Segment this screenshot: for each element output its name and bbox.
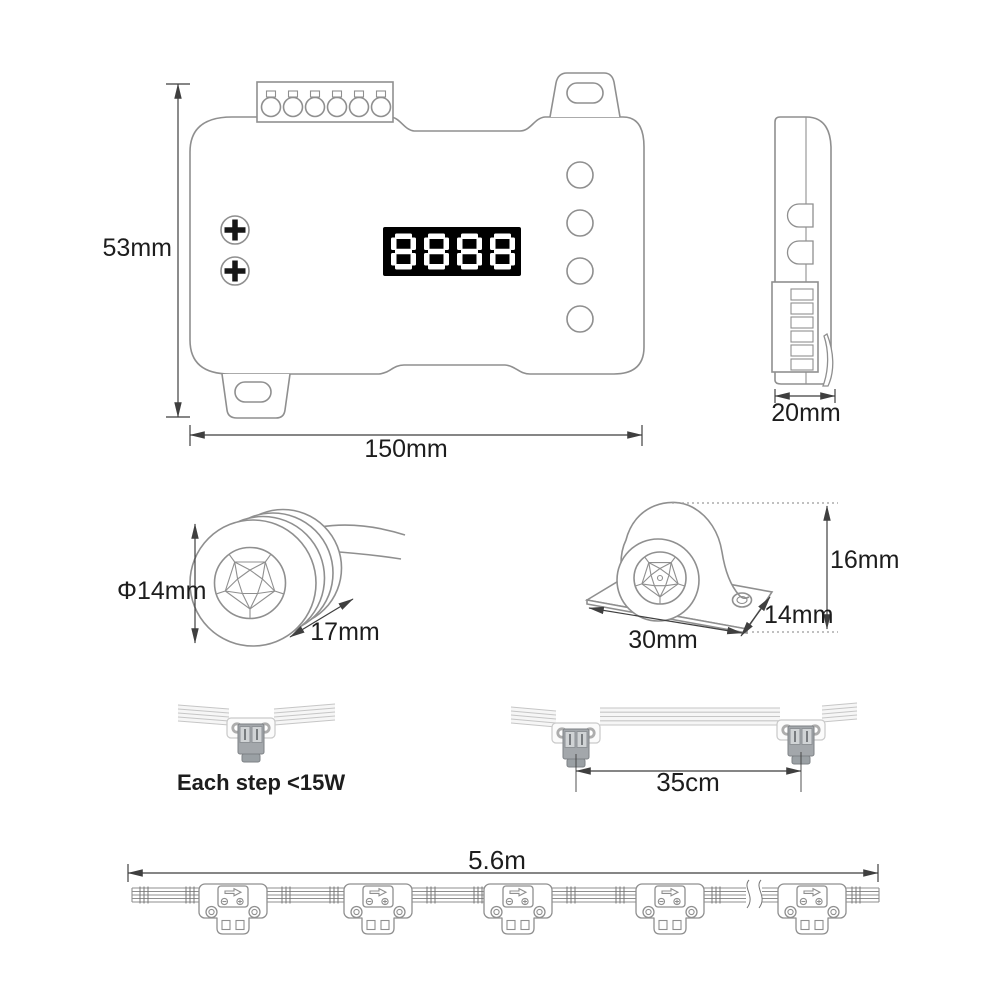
length-dimension: 17mm xyxy=(289,598,380,646)
strip-connector xyxy=(777,883,847,935)
bracket-width-label: 30mm xyxy=(628,626,697,654)
mounting-ear-slot xyxy=(234,381,272,403)
front-buttons xyxy=(566,161,594,333)
depth-dimension: 20mm xyxy=(771,389,841,427)
bracket-sensor-view: 16mm 30mm 14mm xyxy=(584,501,899,654)
side-clip xyxy=(822,333,834,387)
round-button xyxy=(566,161,594,189)
module-pair-view: 35cm xyxy=(510,702,858,797)
sensor-dome xyxy=(620,501,750,600)
height-dimension: 53mm xyxy=(103,83,190,418)
side-button xyxy=(786,203,814,228)
break-symbol xyxy=(746,879,763,909)
mounting-ear-slot xyxy=(566,82,604,104)
length-dimension-label: 17mm xyxy=(310,618,379,646)
segment-display xyxy=(383,227,521,276)
fresnel-lens-pattern xyxy=(216,554,284,619)
sensor-face xyxy=(189,519,317,647)
depth-dimension-label: 20mm xyxy=(771,399,840,427)
strip-length-dimension: 5.6m xyxy=(127,845,879,882)
strip-ribbon xyxy=(131,879,880,909)
inline-connector-module xyxy=(225,716,277,764)
module-power-caption: Each step <15W xyxy=(177,770,345,795)
led-strip-view: 5.6m xyxy=(127,845,880,935)
strip-connector xyxy=(198,883,268,935)
bracket-depth-dimension: 14mm xyxy=(740,596,833,637)
bracket-width-dimension: 30mm xyxy=(588,606,743,654)
round-button xyxy=(566,305,594,333)
strip-connector xyxy=(343,883,413,935)
mounting-ear xyxy=(549,72,621,118)
screw-terminal xyxy=(220,215,250,286)
terminal-block xyxy=(256,81,394,123)
fresnel-lens-pattern xyxy=(635,556,685,604)
width-dimension: 150mm xyxy=(189,425,643,463)
width-dimension-label: 150mm xyxy=(364,435,447,463)
round-sensor-view: Φ14mm 17mm xyxy=(117,508,406,647)
mounting-ear xyxy=(221,373,291,419)
diameter-dimension-label: Φ14mm xyxy=(117,577,206,605)
bracket-depth-label: 14mm xyxy=(764,601,833,629)
bracket-height-dimension: 16mm xyxy=(823,505,899,630)
side-button xyxy=(786,240,814,265)
height-dimension-label: 53mm xyxy=(103,234,172,262)
controller-front-view: 53mm 150mm xyxy=(103,72,645,463)
inline-module-view: Each step <15W xyxy=(177,703,345,795)
spacing-dimension: 35cm xyxy=(575,752,802,797)
diameter-dimension: Φ14mm xyxy=(117,523,206,644)
strip-connector xyxy=(635,883,705,935)
round-button xyxy=(566,209,594,237)
controller-side-view: 20mm xyxy=(771,116,841,427)
strip-length-label: 5.6m xyxy=(468,845,526,875)
bracket-height-label: 16mm xyxy=(830,546,899,574)
spacing-dimension-label: 35cm xyxy=(656,767,720,797)
round-button xyxy=(566,257,594,285)
strip-connector xyxy=(483,883,553,935)
terminal-block-side xyxy=(771,281,819,373)
